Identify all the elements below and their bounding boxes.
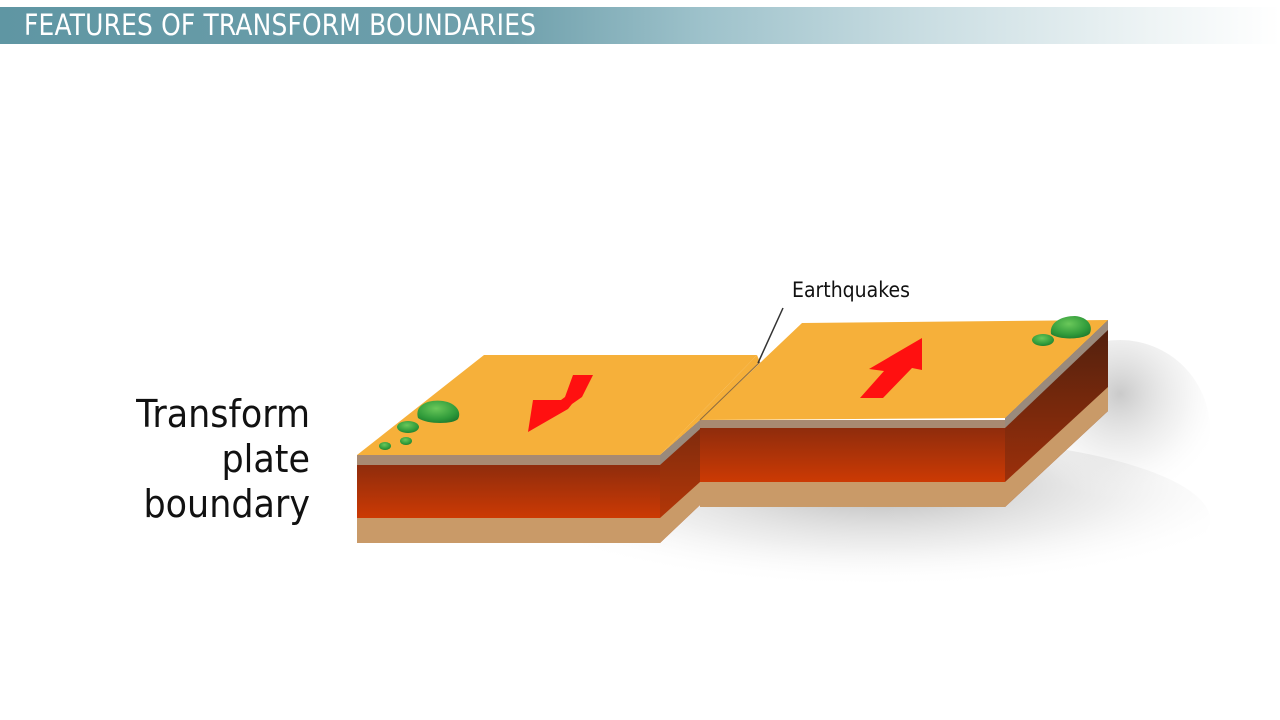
page-title: FEATURES OF TRANSFORM BOUNDARIES — [24, 8, 537, 42]
title-banner: FEATURES OF TRANSFORM BOUNDARIES — [0, 7, 1280, 44]
right-plate — [700, 320, 1108, 507]
label-line-3: boundary — [143, 482, 310, 526]
earthquakes-leader-line — [757, 307, 784, 364]
fault-line — [699, 361, 761, 421]
label-line-1: Transform — [136, 392, 310, 436]
vegetation-right — [1032, 316, 1091, 346]
arrow-up-right-icon — [860, 338, 922, 398]
arrow-down-left-icon — [528, 375, 593, 432]
vegetation-left — [379, 400, 460, 450]
label-line-2: plate — [221, 437, 310, 481]
earthquakes-label: Earthquakes — [792, 278, 910, 302]
transform-plate-boundary-label: Transform plate boundary — [136, 392, 310, 527]
